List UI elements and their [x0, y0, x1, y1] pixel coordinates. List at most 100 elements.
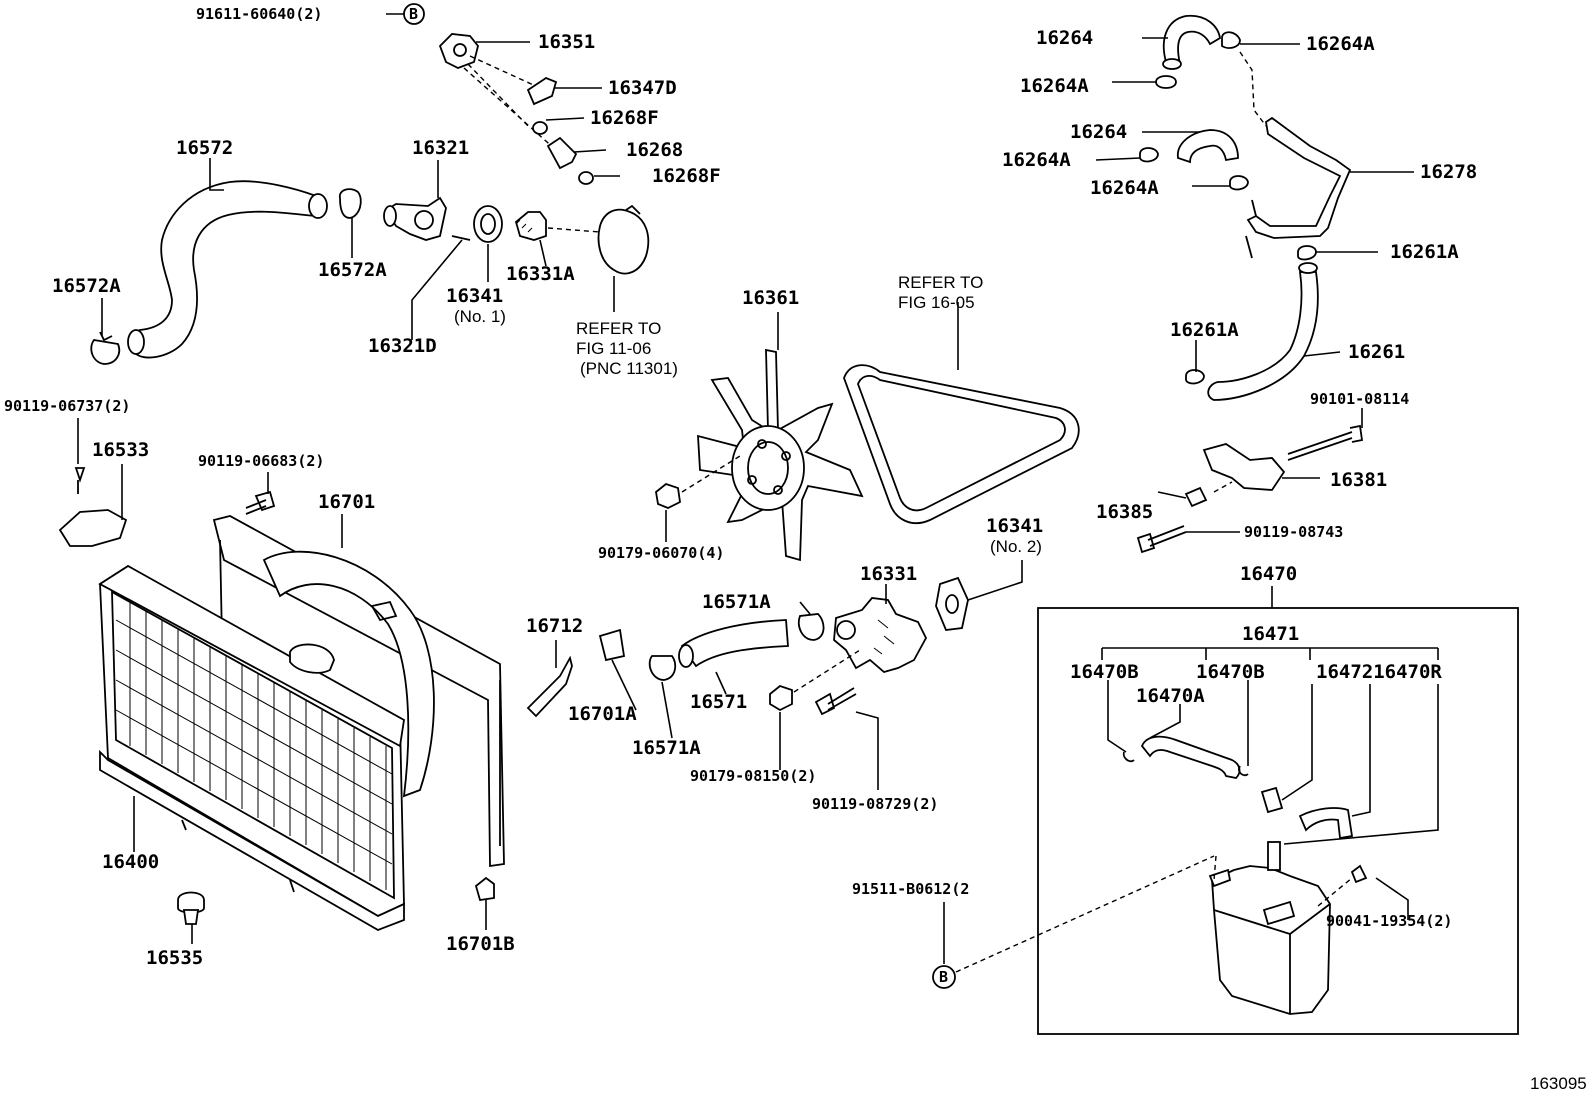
- clamp-16264A-c: [1139, 147, 1159, 163]
- hub-bolt-hole: [757, 439, 767, 449]
- hose-end: [1162, 58, 1182, 70]
- marker-b-circle-bottom: [932, 965, 956, 989]
- label-91511-B0612: 91511-B0612(2: [852, 880, 969, 898]
- leader-dashed: [1213, 855, 1217, 881]
- reservoir-neck: [1267, 841, 1281, 871]
- label-16712: 16712: [526, 615, 583, 637]
- label-91611-60640: 91611-60640(2): [196, 5, 322, 23]
- radiator-support-group: [58, 467, 276, 547]
- shroud-ring: [262, 550, 435, 798]
- part-labels: 91611-60640(2) B 16351 16347D 16268F 162…: [4, 5, 1587, 1093]
- hose-clamp-16571A-lower: [648, 655, 677, 681]
- label-16261A-top: 16261A: [1390, 241, 1459, 263]
- bracket-16701A: [598, 628, 626, 662]
- label-16268F-b: 16268F: [652, 165, 721, 187]
- bypass-pipe-16268: [546, 136, 578, 170]
- clamp-16264A-d: [1229, 175, 1249, 191]
- radiator-top-tank: [98, 564, 405, 748]
- hose-16470A: [1140, 735, 1241, 779]
- hub-bolt-hole: [773, 485, 783, 495]
- clamp-16470B-a: [1122, 751, 1135, 763]
- thermostat-16331A: [514, 211, 547, 241]
- label-16341-no1-sub: (No. 1): [454, 307, 506, 326]
- reservoir-cap-valve: [1260, 786, 1284, 814]
- water-pump-16331: [833, 597, 928, 673]
- hub-bolt-hole: [781, 451, 791, 461]
- nut-90179-08150: [769, 684, 793, 712]
- label-16533: 16533: [92, 439, 149, 461]
- label-90179-06070: 90179-06070(4): [598, 544, 724, 562]
- hose-clamp-16572A-right: [338, 188, 362, 219]
- gasket-bore: [945, 594, 959, 614]
- clamp-16470B-b: [1238, 765, 1249, 777]
- label-16341-no2-sub: (No. 2): [990, 537, 1042, 556]
- label-16470: 16470: [1240, 563, 1297, 585]
- label-16385: 16385: [1096, 501, 1153, 523]
- label-16347D: 16347D: [608, 77, 677, 99]
- label-marker-b-bottom: B: [939, 968, 948, 986]
- bolt-90119-08743: [1136, 525, 1187, 554]
- radiator-feet: [181, 819, 295, 893]
- bolt-90119-08729: [814, 687, 857, 716]
- label-16470A: 16470A: [1136, 685, 1205, 707]
- hose-end: [1298, 262, 1318, 274]
- clip-16385: [1184, 486, 1208, 508]
- reservoir-group: [932, 607, 1519, 1035]
- label-16268F-a: 16268F: [590, 107, 659, 129]
- label-16400: 16400: [102, 851, 159, 873]
- label-16264A-top: 16264A: [1306, 33, 1375, 55]
- tank-edges: [1213, 903, 1331, 1014]
- label-16572A: 16572A: [318, 259, 387, 281]
- water-outlet-group: [403, 3, 594, 185]
- label-16341-no1: 16341: [446, 285, 503, 307]
- label-16572A-left: 16572A: [52, 275, 121, 297]
- leader-dashed: [681, 455, 741, 493]
- label-16264-top: 16264: [1036, 27, 1093, 49]
- hose-16264-mid: [1177, 129, 1239, 164]
- label-16572: 16572: [176, 137, 233, 159]
- reservoir-mount: [1208, 868, 1232, 888]
- label-16261: 16261: [1348, 341, 1405, 363]
- label-90041-19354: 90041-19354(2): [1326, 912, 1452, 930]
- label-16278: 16278: [1420, 161, 1477, 183]
- label-16381: 16381: [1330, 469, 1387, 491]
- pump-shading: [873, 619, 895, 655]
- radiator-upper-hose-group: [90, 180, 650, 365]
- water-bypass-pipe-16278: [1246, 116, 1352, 239]
- radiator-group: [98, 515, 626, 931]
- radiator-core: [111, 590, 395, 900]
- gasket-bore: [480, 213, 496, 235]
- refer-note-16-05-line1: REFER TO: [898, 273, 983, 292]
- radiator-bottom-tank: [99, 749, 405, 931]
- nut-90179-06070: [655, 482, 681, 509]
- leader-dashed: [463, 67, 557, 151]
- label-16361: 16361: [742, 287, 799, 309]
- label-16351: 16351: [538, 31, 595, 53]
- label-16701B: 16701B: [446, 933, 515, 955]
- refer-note-11-06-line2: FIG 11-06: [576, 339, 651, 358]
- drain-plug-thread: [182, 909, 200, 925]
- thermostat-coil: [515, 219, 533, 233]
- label-90119-08743: 90119-08743: [1244, 523, 1343, 541]
- label-marker-b-top: B: [409, 5, 418, 23]
- label-16331A: 16331A: [506, 263, 575, 285]
- bracket-16712: [526, 655, 573, 718]
- label-90101-08114: 90101-08114: [1310, 390, 1409, 408]
- refer-note-11-06-line3: (PNC 11301): [580, 359, 678, 378]
- refer-note-11-06-line1: REFER TO: [576, 319, 661, 338]
- label-16701A: 16701A: [568, 703, 637, 725]
- label-16331: 16331: [860, 563, 917, 585]
- label-16264A-d: 16264A: [1090, 177, 1159, 199]
- fan-shroud-16701: [212, 515, 505, 868]
- reservoir-bracket: [1262, 900, 1296, 926]
- v-belt-inner: [857, 375, 1066, 512]
- bypass-hose-group: [1139, 14, 1352, 401]
- water-pump-group: [648, 576, 969, 716]
- bracket-16381: [1202, 443, 1286, 491]
- leader-dashed: [469, 55, 541, 89]
- label-16261A-mid: 16261A: [1170, 319, 1239, 341]
- clamp-16261A-top: [1297, 245, 1317, 261]
- lower-hose-16571: [680, 619, 789, 668]
- hose-16472: [1298, 807, 1354, 840]
